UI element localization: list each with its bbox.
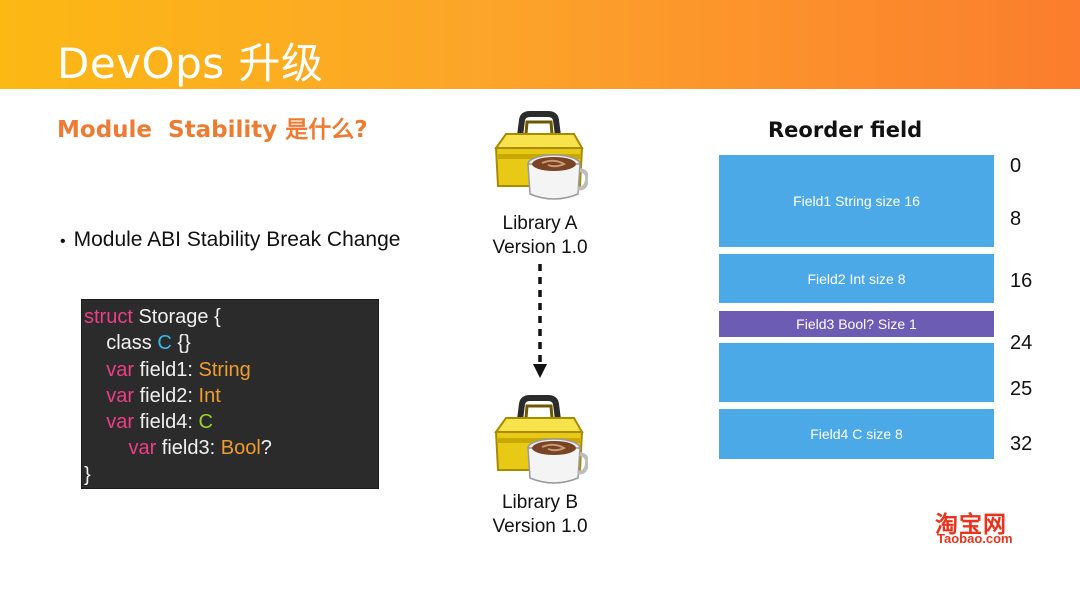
code-token: field4: [134, 411, 199, 434]
code-token: C [198, 411, 213, 434]
code-token [84, 359, 106, 381]
code-line: var field3: Bool? [84, 435, 378, 461]
field-block-padding [719, 343, 994, 402]
bullet-item: • Module ABI Stability Break Change [60, 228, 400, 252]
offset-label: 16 [1010, 270, 1033, 292]
offset-label: 32 [1010, 433, 1033, 455]
library-b-label: Library B Version 1.0 [470, 491, 610, 539]
code-token: Storage { [132, 306, 221, 328]
library-b-name: Library B [501, 492, 579, 513]
code-token: var [128, 437, 157, 460]
slide-subtitle: Module Stability 是什么? [57, 117, 368, 143]
code-line: var field2: Int [84, 383, 378, 409]
taobao-logo-text: 淘宝网 [935, 512, 1007, 538]
offset-label: 0 [1010, 155, 1022, 177]
code-token: ? [260, 437, 272, 460]
code-token: struct [84, 306, 133, 328]
code-token: var [106, 384, 135, 407]
code-token: field3: [156, 437, 221, 460]
taobao-logo-domain: Taobao.com [937, 531, 1013, 546]
code-line: } [84, 462, 378, 488]
code-token: Int [198, 384, 221, 407]
code-token: class [84, 332, 158, 355]
slide-title: DevOps 升级 [57, 39, 324, 88]
offset-label: 8 [1010, 208, 1022, 230]
field-block-4: Field4 C size 8 [719, 409, 994, 459]
code-token: String [198, 358, 251, 381]
toolbox-coffee-icon [494, 395, 588, 484]
code-line: var field1: String [84, 357, 378, 383]
library-a-name: Library A [502, 213, 578, 234]
code-token: var [106, 411, 135, 434]
offset-label: 24 [1010, 332, 1033, 354]
code-line: struct Storage { [84, 304, 378, 330]
code-token: Bool [220, 437, 261, 460]
code-token: } [84, 463, 91, 486]
code-block: struct Storage { class C {} var field1: … [81, 299, 379, 489]
library-a-label: Library A Version 1.0 [470, 212, 610, 260]
code-line: var field4: C [84, 409, 378, 435]
code-token [84, 437, 128, 459]
field-block-1: Field1 String size 16 [719, 155, 994, 247]
code-token [84, 385, 106, 407]
code-token: C [157, 332, 172, 355]
library-a-version: Version 1.0 [492, 237, 588, 258]
header-banner [0, 0, 1080, 89]
code-token [84, 411, 106, 433]
code-token: field1: [134, 358, 199, 381]
code-line: class C {} [84, 330, 378, 356]
dotted-arrow-down-icon [533, 264, 547, 378]
code-token: var [106, 358, 135, 381]
code-token: field2: [134, 384, 199, 407]
offset-label: 25 [1010, 378, 1033, 400]
bullet-text: Module ABI Stability Break Change [73, 228, 401, 251]
toolbox-coffee-icon [494, 111, 588, 200]
code-token: {} [171, 332, 191, 355]
bullet-dot-icon: • [60, 233, 66, 250]
field-block-2: Field2 Int size 8 [719, 254, 994, 303]
library-b-version: Version 1.0 [492, 516, 588, 537]
field-block-3: Field3 Bool? Size 1 [719, 311, 994, 337]
reorder-title: Reorder field [768, 118, 923, 142]
